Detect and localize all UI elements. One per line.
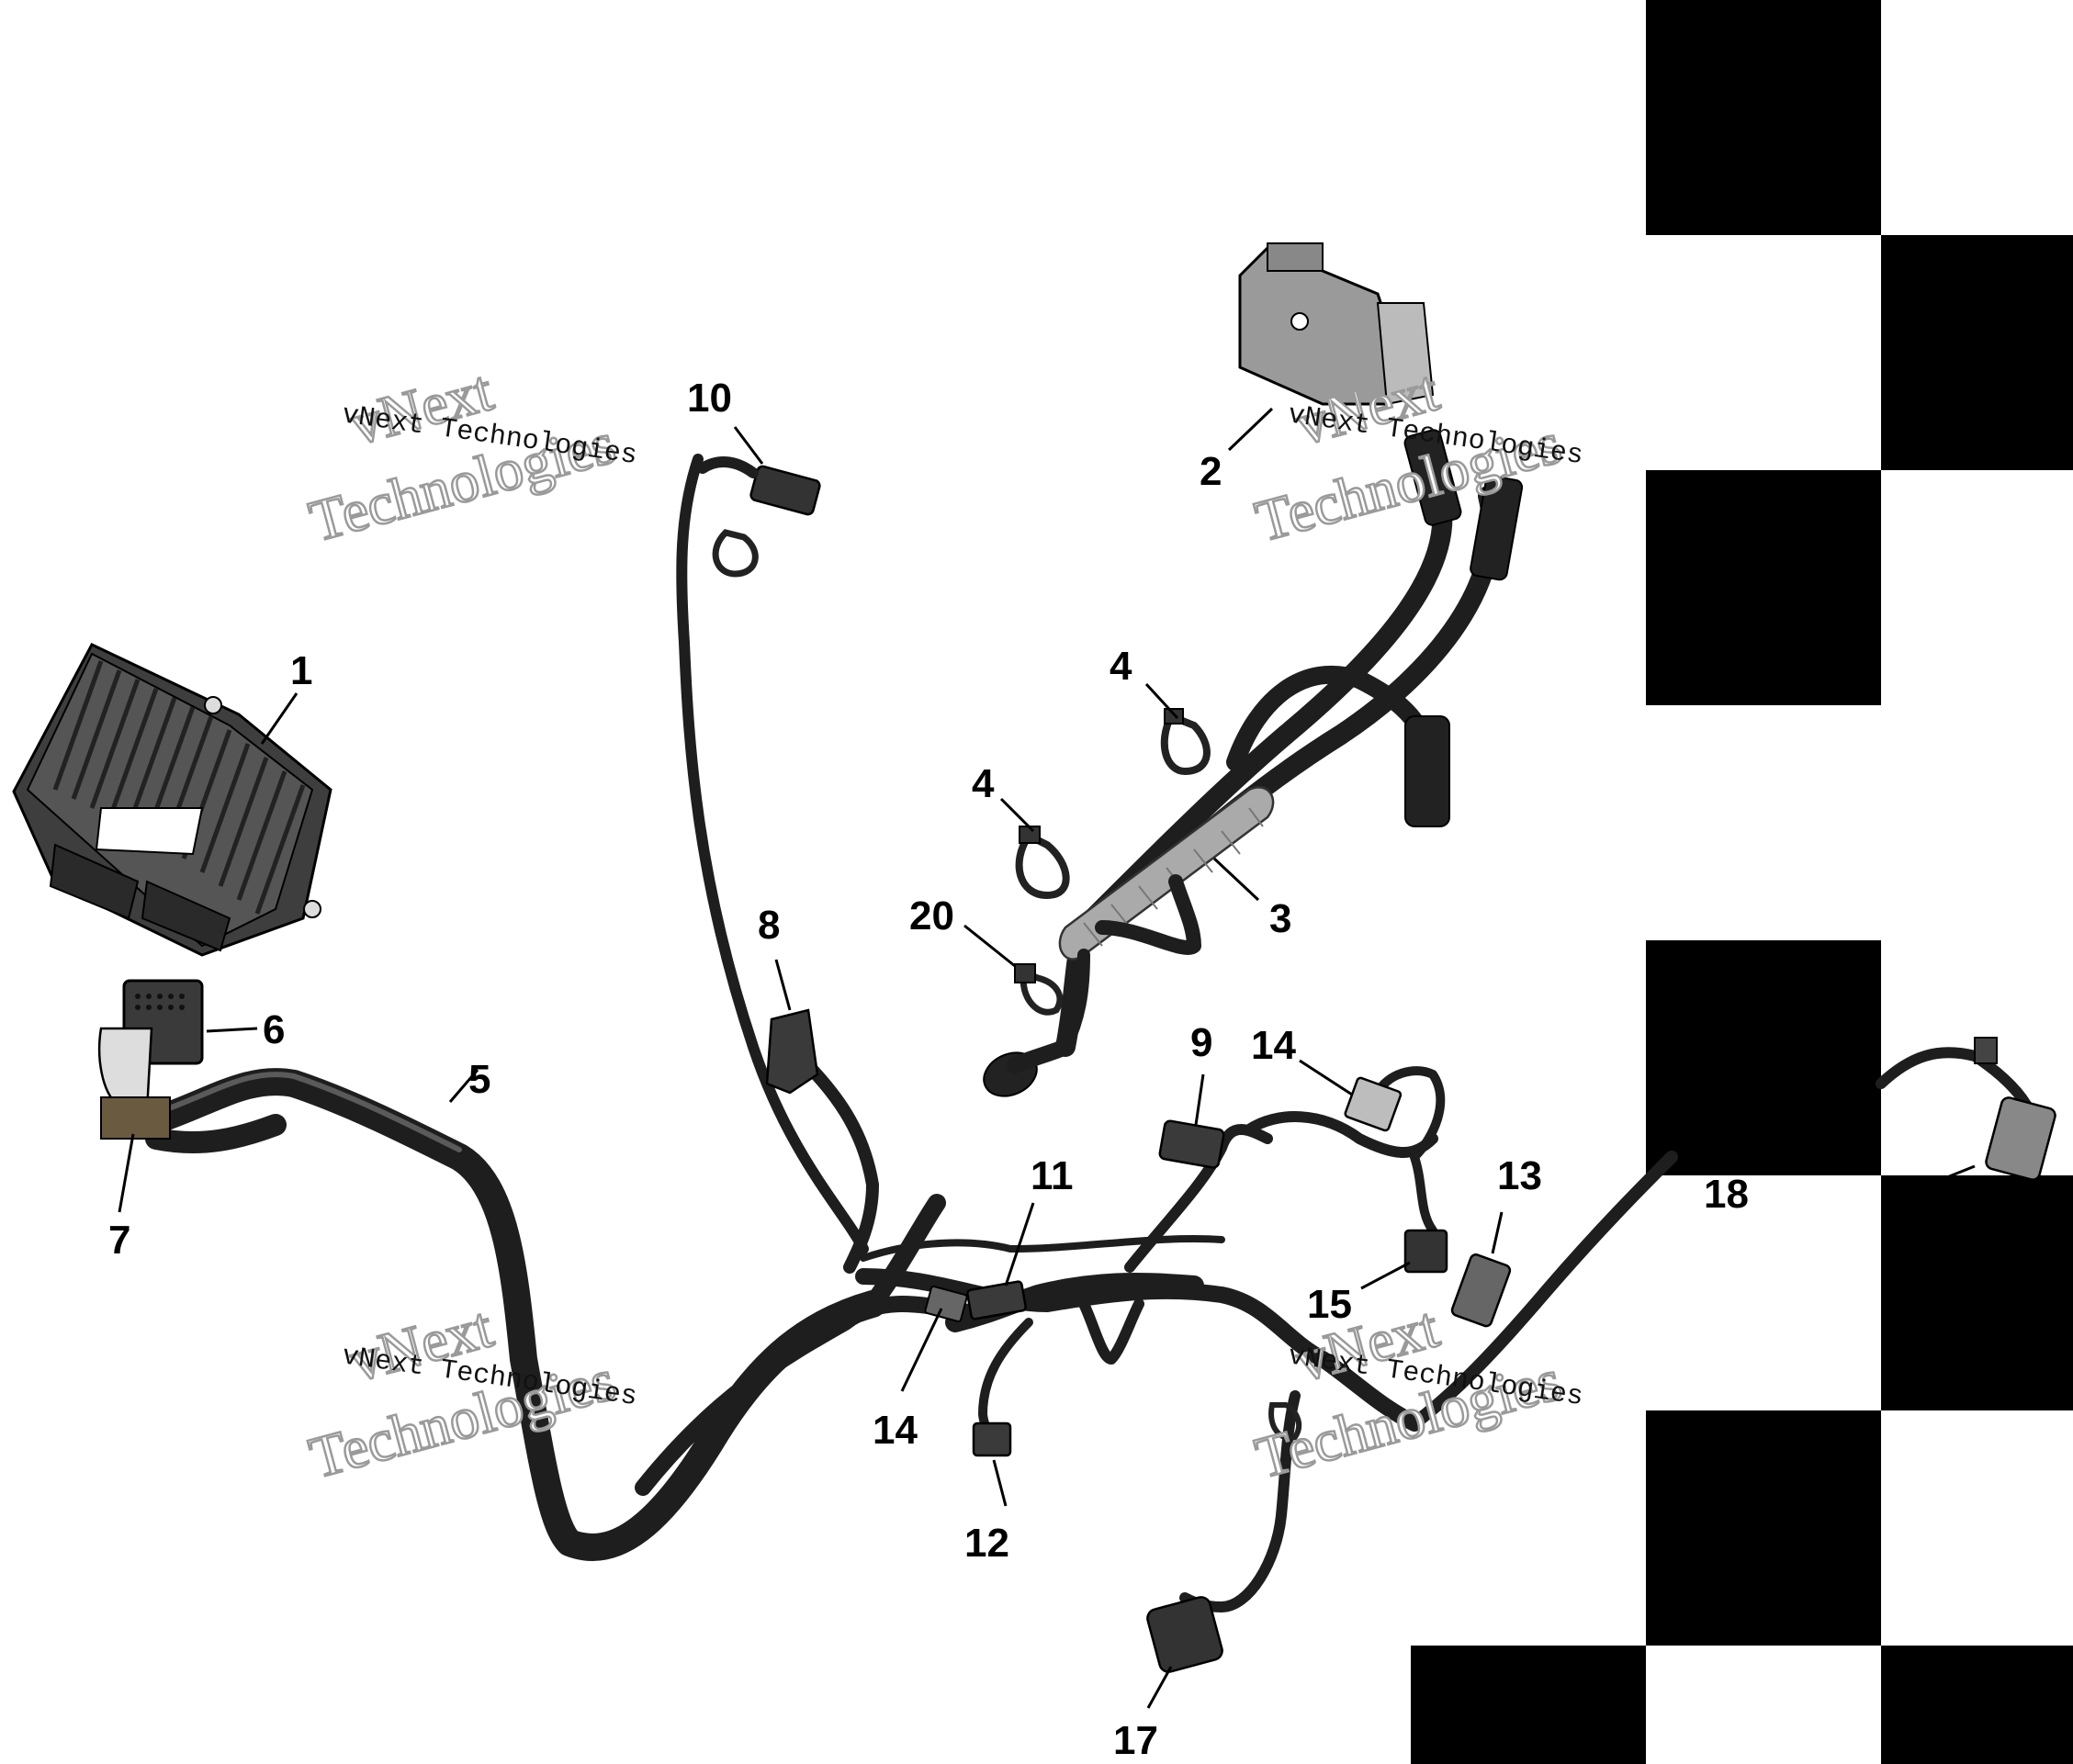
callout-10: 10	[687, 376, 732, 421]
callout-2: 2	[1200, 449, 1222, 494]
callout-20: 20	[909, 893, 954, 938]
callout-7: 7	[108, 1218, 130, 1263]
ignition-coil-part	[1238, 242, 1435, 406]
checker-pattern	[1411, 0, 2073, 1764]
callout-14a: 14	[1251, 1023, 1296, 1068]
leader-lines	[118, 407, 1976, 1709]
callout-18: 18	[1704, 1172, 1749, 1217]
callout-13: 13	[1497, 1153, 1542, 1198]
callout-4a: 4	[1110, 644, 1132, 689]
callout-11: 11	[1031, 1153, 1074, 1198]
clamp-clips	[1014, 708, 1211, 1016]
ecu-harness-connector	[97, 979, 204, 1140]
callout-17: 17	[1113, 1718, 1158, 1763]
callout-6: 6	[263, 1007, 285, 1052]
callout-14b: 14	[873, 1408, 918, 1453]
callout-15: 15	[1307, 1282, 1352, 1327]
callout-labels: 1 2 3 4 4 5 6 7 8 9 10 11 12 13 14 14 15…	[108, 376, 1749, 1763]
callout-9: 9	[1190, 1020, 1212, 1065]
callout-1: 1	[290, 648, 312, 693]
callout-4b: 4	[972, 761, 995, 806]
callout-8: 8	[758, 903, 780, 948]
callout-5: 5	[468, 1057, 490, 1102]
callout-12: 12	[964, 1521, 1009, 1566]
spark-plug-cables	[983, 429, 1524, 1097]
callout-3: 3	[1269, 896, 1291, 941]
ecu-module-part	[12, 643, 332, 957]
main-harness	[142, 454, 2056, 1673]
